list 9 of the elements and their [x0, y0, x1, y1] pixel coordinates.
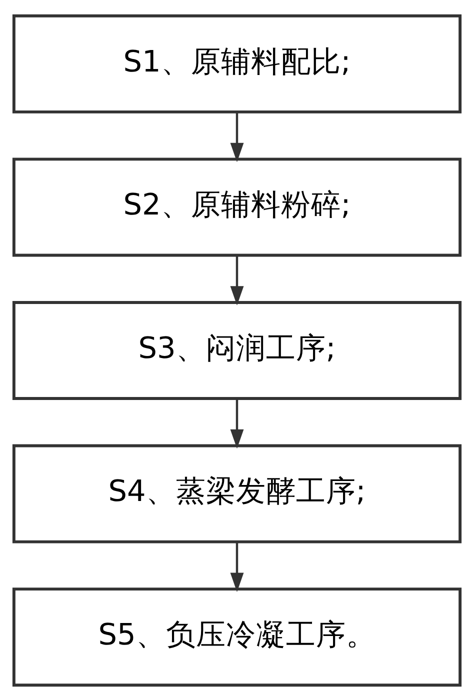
node-box: S3、闷润工序;: [12, 300, 462, 400]
arrow: [230, 112, 244, 162]
arrow: [230, 542, 244, 592]
node-box: S5、负压冷凝工序。: [12, 587, 462, 686]
node-box: S1、原辅料配比;: [12, 14, 462, 113]
node-box: S4、蒸梁发酵工序;: [12, 444, 462, 543]
arrow: [230, 398, 244, 448]
arrow: [230, 254, 244, 305]
node-box: S2、原辅料粉碎;: [12, 157, 462, 256]
